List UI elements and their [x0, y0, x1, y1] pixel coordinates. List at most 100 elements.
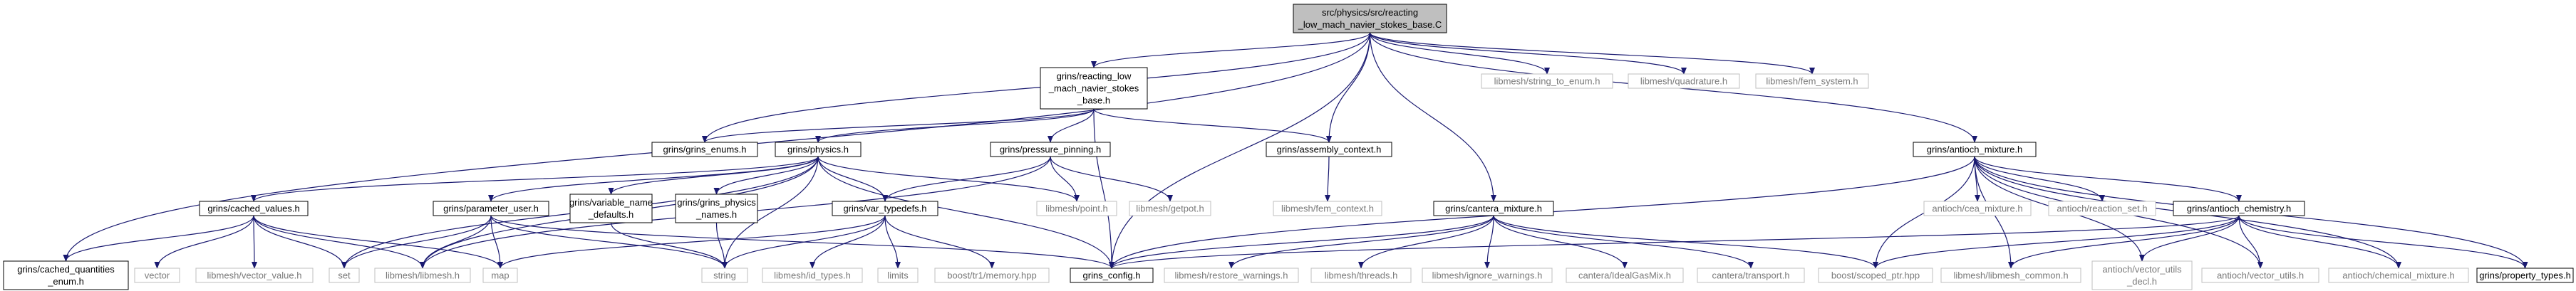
node-root[interactable]: src/physics/src/reacting_low_mach_navier… [1293, 4, 1447, 33]
node-cantera_mixture[interactable]: grins/cantera_mixture.h [1433, 201, 1554, 216]
node-ignore_warnings[interactable]: libmesh/ignore_warnings.h [1422, 268, 1553, 283]
node-box-property_types [2476, 268, 2574, 283]
node-antioch_mixture[interactable]: grins/antioch_mixture.h [1913, 142, 2037, 157]
node-limits[interactable]: limits [877, 268, 919, 283]
node-label-vector_utils: antioch/vector_utils.h [2217, 270, 2304, 281]
node-set[interactable]: set [329, 268, 360, 283]
edge-physics-to-variable_name_defaults [608, 156, 819, 195]
edge-variable_name_defaults-to-string [610, 222, 728, 269]
node-box-threads [1310, 268, 1412, 283]
node-cantera_transport[interactable]: cantera/transport.h [1697, 268, 1805, 283]
edge-antioch_chemistry-to-chemical_mixture [2238, 215, 2401, 269]
node-box-libmesh_h [374, 268, 471, 283]
edge-pressure_pinning-to-getpot [1050, 156, 1173, 202]
edge-rlmns-to-assembly_context [1093, 108, 1332, 143]
node-cached_quantities_enum[interactable]: grins/cached_quantities_enum.h [3, 260, 129, 290]
node-restore_warnings[interactable]: libmesh/restore_warnings.h [1164, 268, 1299, 283]
node-parameter_user[interactable]: grins/parameter_user.h [433, 201, 549, 216]
node-rlmns[interactable]: grins/reacting_low_mach_navier_stokes_ba… [1040, 67, 1148, 110]
edge-cantera_mixture-to-grins_config [1109, 215, 1494, 269]
node-vector[interactable]: vector [134, 268, 180, 283]
node-box-fem_context [1273, 201, 1382, 216]
edge-physics-to-point [817, 156, 1080, 202]
node-libmesh_h[interactable]: libmesh/libmesh.h [374, 268, 471, 283]
node-label-grins_physics_names: grins/grins_physics [677, 197, 756, 208]
node-fem_context[interactable]: libmesh/fem_context.h [1273, 201, 1382, 216]
node-scoped_ptr[interactable]: boost/scoped_ptr.hpp [1818, 268, 1933, 283]
node-label-set: set [338, 270, 351, 281]
node-antioch_chemistry[interactable]: grins/antioch_chemistry.h [2173, 201, 2305, 216]
node-chemical_mixture[interactable]: antioch/chemical_mixture.h [2328, 268, 2469, 283]
node-assembly_context[interactable]: grins/assembly_context.h [1266, 142, 1392, 157]
node-quadrature[interactable]: libmesh/quadrature.h [1628, 73, 1740, 89]
edge-rlmns-to-grins_enums [702, 108, 1095, 143]
node-box-getpot [1129, 201, 1211, 216]
node-getpot[interactable]: libmesh/getpot.h [1129, 201, 1211, 216]
node-label-str_to_enum: libmesh/string_to_enum.h [1494, 76, 1600, 87]
node-label-point: libmesh/point.h [1045, 203, 1107, 214]
node-ideal_gas_mix[interactable]: cantera/IdealGasMix.h [1566, 268, 1684, 283]
node-pressure_pinning[interactable]: grins/pressure_pinning.h [990, 142, 1111, 157]
edge-parameter_user-to-set [341, 215, 492, 269]
node-physics[interactable]: grins/physics.h [775, 142, 862, 157]
node-grins_config[interactable]: grins_config.h [1070, 268, 1154, 283]
edge-var_typedefs-to-map [497, 215, 886, 269]
node-grins_physics_names[interactable]: grins/grins_physics_names.h [675, 194, 758, 223]
node-box-root [1293, 4, 1447, 33]
node-box-string [701, 268, 748, 283]
edge-root-to-assembly_context [1326, 32, 1371, 143]
node-box-physics [775, 142, 862, 157]
node-point[interactable]: libmesh/point.h [1036, 201, 1117, 216]
node-libmesh_common[interactable]: libmesh/libmesh_common.h [1940, 268, 2081, 283]
node-label-tr1_memory: boost/tr1/memory.hpp [947, 270, 1036, 281]
edge-parameter_user-to-string [490, 215, 728, 269]
node-box-cea_mixture [1923, 201, 2032, 216]
node-vector_utils_decl[interactable]: antioch/vector_utils_decl.h [2091, 260, 2193, 290]
node-layer: src/physics/src/reacting_low_mach_navier… [3, 4, 2574, 290]
node-label-root: src/physics/src/reacting [1322, 7, 1418, 18]
node-cea_mixture[interactable]: antioch/cea_mixture.h [1923, 201, 2032, 216]
edge-antioch_chemistry-to-grins_config [1109, 215, 2240, 269]
edge-parameter_user-to-grins_config [490, 215, 1114, 269]
node-fem_system[interactable]: libmesh/fem_system.h [1755, 73, 1869, 89]
edge-cantera_mixture-to-ideal_gas_mix [1493, 215, 1628, 269]
node-id_types[interactable]: libmesh/id_types.h [762, 268, 863, 283]
node-box-assembly_context [1266, 142, 1392, 157]
node-cached_values[interactable]: grins/cached_values.h [199, 201, 309, 216]
node-box-fem_system [1755, 73, 1869, 89]
edge-physics-to-grins_physics_names [713, 156, 819, 195]
edge-pressure_pinning-to-var_typedefs [882, 156, 1051, 202]
edge-root-to-rlmns [1091, 32, 1371, 68]
edge-antioch_chemistry-to-vector_utils_decl [2139, 215, 2240, 262]
node-property_types[interactable]: grins/property_types.h [2476, 268, 2574, 283]
edge-root-to-grins_enums [702, 32, 1371, 143]
edge-assembly_context-to-fem_context [1325, 156, 1331, 202]
node-vector_utils[interactable]: antioch/vector_utils.h [2201, 268, 2319, 283]
node-box-grins_physics_names [675, 194, 758, 223]
node-str_to_enum[interactable]: libmesh/string_to_enum.h [1481, 73, 1613, 89]
node-vector_value[interactable]: libmesh/vector_value.h [195, 268, 314, 283]
node-label-vector: vector [145, 270, 170, 281]
node-string[interactable]: string [701, 268, 748, 283]
node-box-map [482, 268, 518, 283]
edge-cached_values-to-vector [154, 215, 254, 269]
edge-cantera_mixture-to-ignore_warnings [1484, 215, 1494, 269]
edge-rlmns-to-pressure_pinning [1048, 108, 1095, 143]
node-variable_name_defaults[interactable]: grins/variable_name_defaults.h [569, 194, 653, 223]
node-box-cantera_transport [1697, 268, 1805, 283]
node-var_typedefs[interactable]: grins/var_typedefs.h [832, 201, 938, 216]
edge-var_typedefs-to-id_types [809, 215, 886, 269]
edge-var_typedefs-to-tr1_memory [884, 215, 995, 269]
node-threads[interactable]: libmesh/threads.h [1310, 268, 1412, 283]
edge-cantera_mixture-to-cantera_transport [1493, 215, 1754, 269]
node-reaction_set[interactable]: antioch/reaction_set.h [2048, 201, 2156, 216]
node-grins_enums[interactable]: grins/grins_enums.h [651, 142, 758, 157]
node-label-antioch_mixture: grins/antioch_mixture.h [1927, 144, 2022, 155]
edge-root-to-str_to_enum [1369, 32, 1550, 75]
node-box-cantera_mixture [1433, 201, 1554, 216]
node-label-reaction_set: antioch/reaction_set.h [2057, 203, 2147, 214]
node-map[interactable]: map [482, 268, 518, 283]
node-label-string: string [713, 270, 736, 281]
node-box-antioch_chemistry [2173, 201, 2305, 216]
node-tr1_memory[interactable]: boost/tr1/memory.hpp [934, 268, 1050, 283]
